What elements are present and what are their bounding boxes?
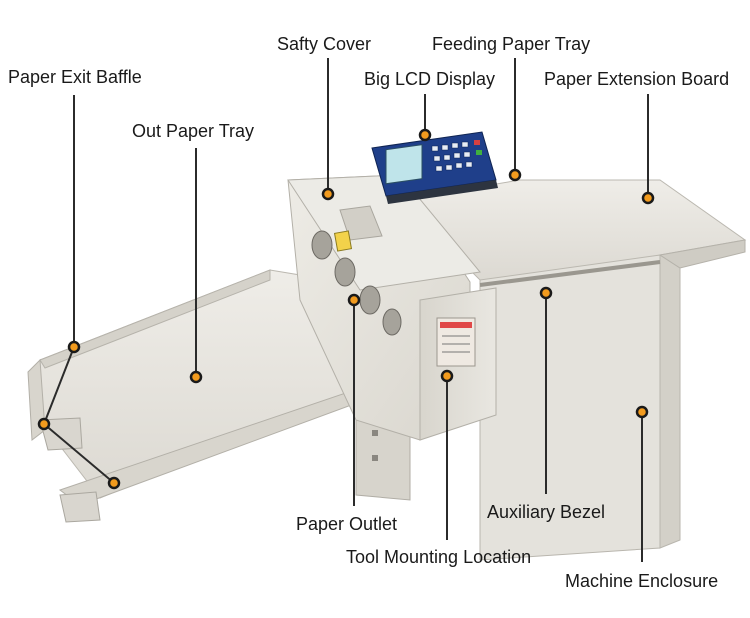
label-machine-enclosure: Machine Enclosure xyxy=(565,571,719,591)
control-panel xyxy=(371,131,498,204)
marker-paper-extension-board xyxy=(641,191,655,205)
label-safty-cover: Safty Cover xyxy=(277,34,372,54)
marker-auxiliary-bezel xyxy=(539,286,553,300)
machine-enclosure xyxy=(479,254,681,561)
label-auxiliary-bezel: Auxiliary Bezel xyxy=(487,502,606,522)
marker-out-paper-tray xyxy=(189,370,203,384)
label-big-lcd-display: Big LCD Display xyxy=(364,69,496,89)
marker-machine-enclosure xyxy=(635,405,649,419)
marker-big-lcd-display xyxy=(418,128,432,142)
label-tool-mounting-location: Tool Mounting Location xyxy=(346,547,532,567)
marker-paper-exit-baffle xyxy=(67,340,81,354)
marker-safty-cover xyxy=(321,187,335,201)
label-feeding-paper-tray: Feeding Paper Tray xyxy=(432,34,591,54)
label-out-paper-tray: Out Paper Tray xyxy=(132,121,255,141)
cutter-head xyxy=(287,174,497,441)
marker-paper-exit-baffle-3 xyxy=(107,476,121,490)
label-paper-exit-baffle: Paper Exit Baffle xyxy=(8,67,142,87)
markers xyxy=(37,128,655,490)
feeding-paper-tray-shape xyxy=(398,179,747,287)
marker-tool-mounting-location xyxy=(440,369,454,383)
label-paper-extension-board: Paper Extension Board xyxy=(544,69,730,89)
marker-feeding-paper-tray xyxy=(508,168,522,182)
label-paper-outlet: Paper Outlet xyxy=(296,514,398,534)
marker-paper-exit-baffle-2 xyxy=(37,417,51,431)
marker-paper-outlet xyxy=(347,293,361,307)
